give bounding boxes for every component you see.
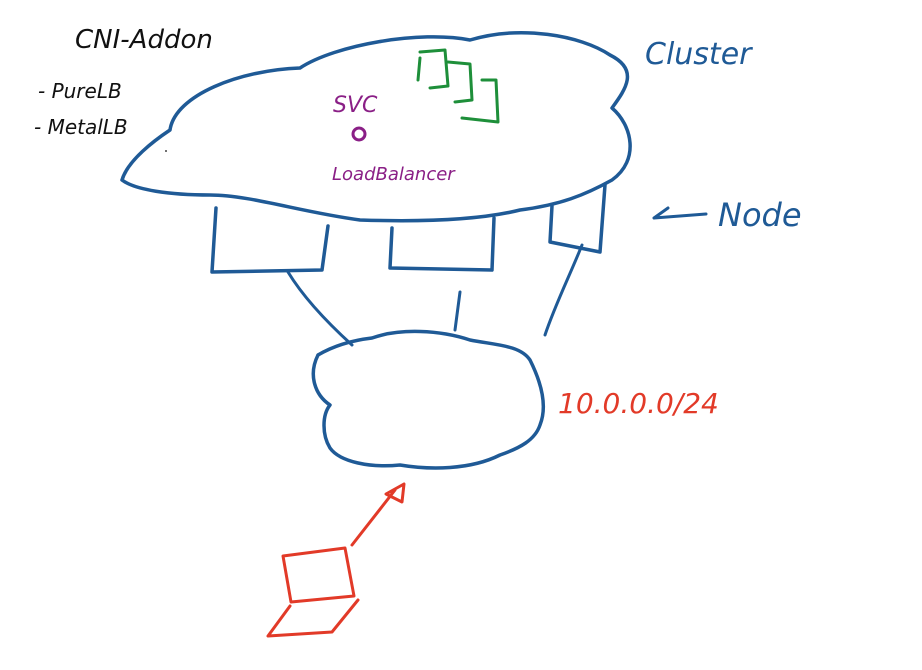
pod-icon-3 [460,78,500,124]
node-box-left [210,206,330,274]
addon-item-metallb: - MetalLB [34,115,128,139]
cluster-cloud [120,31,632,223]
addon-title: CNI-Addon [75,25,213,55]
client-device-icon [266,546,360,638]
svc-label: SVC [333,93,378,118]
network-cloud [311,329,545,470]
node-label: Node [718,196,802,234]
pod-icon-1 [416,48,450,90]
pod-icon-2 [446,60,474,104]
node-link-right [543,243,584,337]
node-pointer-arrow [652,206,708,220]
svc-node-icon [351,126,367,142]
node-link-left [286,270,354,347]
client-request-arrow [350,482,406,547]
subnet-label: 10.0.0.0/24 [558,387,719,420]
stray-ink-dot [165,150,167,152]
loadbalancer-label: LoadBalancer [332,164,456,185]
node-box-right [548,183,607,254]
node-link-middle [453,290,462,332]
cluster-label: Cluster [645,37,753,72]
node-box-middle [388,216,496,272]
addon-item-purelb: - PureLB [38,79,122,103]
